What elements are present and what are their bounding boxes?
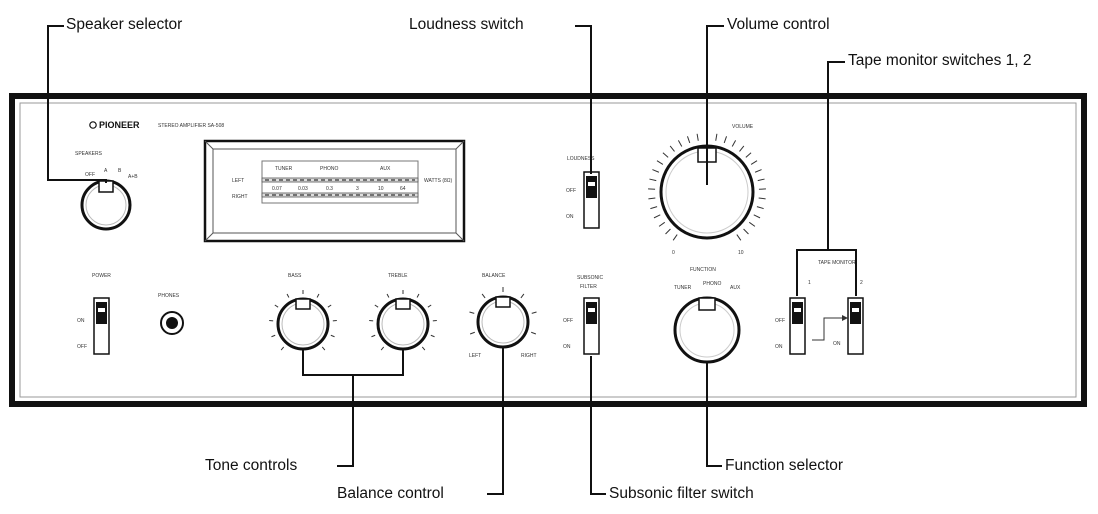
- meter-input-tuner: TUNER: [275, 166, 293, 172]
- phones-label: PHONES: [158, 293, 180, 299]
- subsonic-filter-switch[interactable]: [584, 298, 599, 354]
- meter-value-1: 0.07: [272, 186, 282, 192]
- speaker-pos-ab: A+B: [128, 174, 138, 180]
- tape-num-2: 2: [860, 280, 863, 286]
- function-selector-callout: Function selector: [725, 458, 843, 474]
- tape2-on-label: ON: [833, 341, 841, 347]
- speakers-label: SPEAKERS: [75, 151, 103, 157]
- tape-off-label: OFF: [775, 318, 785, 324]
- tape-monitor-callout: Tape monitor switches 1, 2: [848, 53, 1032, 69]
- subsonic-off-label: OFF: [563, 318, 573, 324]
- meter-input-phono: PHONO: [320, 166, 338, 172]
- meter-channel-left: LEFT: [232, 178, 244, 184]
- bass-knob[interactable]: [278, 299, 328, 349]
- volume-control-callout: Volume control: [727, 17, 830, 33]
- function-pos-phono: PHONO: [703, 281, 721, 287]
- balance-control-callout: Balance control: [337, 486, 444, 502]
- loudness-off-label: OFF: [566, 188, 576, 194]
- speaker-pos-off: OFF: [85, 172, 95, 178]
- loudness-switch-callout: Loudness switch: [409, 17, 524, 33]
- front-panel: [12, 96, 1084, 404]
- volume-scale-max: 10: [738, 250, 744, 256]
- tape-monitor-switch-1[interactable]: [790, 298, 805, 354]
- power-on-label: ON: [77, 318, 85, 324]
- tape-monitor-label: TAPE MONITOR: [818, 260, 856, 266]
- model-label: STEREO AMPLIFIER SA-508: [158, 123, 224, 129]
- subsonic-on-label: ON: [563, 344, 571, 350]
- bass-label: BASS: [288, 273, 302, 279]
- meter-value-5: 10: [378, 186, 384, 192]
- balance-knob[interactable]: [478, 297, 528, 347]
- tape-num-1: 1: [808, 280, 811, 286]
- subsonic-filter-callout: Subsonic filter switch: [609, 486, 754, 502]
- speaker-selector-knob[interactable]: [82, 181, 130, 229]
- volume-scale-min: 0: [672, 250, 675, 256]
- tape-monitor-switch-2[interactable]: [848, 298, 863, 354]
- brand-label: PIONEER: [99, 120, 140, 130]
- tone-controls-callout: Tone controls: [205, 458, 297, 474]
- phones-jack[interactable]: [161, 312, 183, 334]
- meter-value-3: 0.3: [326, 186, 333, 192]
- function-pos-aux: AUX: [730, 285, 741, 291]
- balance-left-label: LEFT: [469, 353, 481, 359]
- balance-label: BALANCE: [482, 273, 506, 279]
- meter-input-aux: AUX: [380, 166, 391, 172]
- meter-unit: WATTS (8Ω): [424, 178, 453, 184]
- function-label: FUNCTION: [690, 267, 716, 273]
- meter-value-2: 0.03: [298, 186, 308, 192]
- meter-channel-right: RIGHT: [232, 194, 248, 200]
- power-meter: [205, 141, 464, 241]
- power-label: POWER: [92, 273, 111, 279]
- function-pos-tuner: TUNER: [674, 285, 692, 291]
- meter-value-6: 64: [400, 186, 406, 192]
- power-switch[interactable]: [94, 298, 109, 354]
- volume-label: VOLUME: [732, 124, 754, 130]
- treble-label: TREBLE: [388, 273, 408, 279]
- treble-knob[interactable]: [378, 299, 428, 349]
- filter-label: FILTER: [580, 284, 597, 290]
- subsonic-label: SUBSONIC: [577, 275, 604, 281]
- tape-on-label: ON: [775, 344, 783, 350]
- speaker-selector-callout: Speaker selector: [66, 17, 182, 33]
- loudness-on-label: ON: [566, 214, 574, 220]
- power-off-label: OFF: [77, 344, 87, 350]
- function-selector-knob[interactable]: [675, 298, 739, 362]
- loudness-switch[interactable]: [584, 172, 599, 228]
- balance-right-label: RIGHT: [521, 353, 537, 359]
- meter-value-4: 3: [356, 186, 359, 192]
